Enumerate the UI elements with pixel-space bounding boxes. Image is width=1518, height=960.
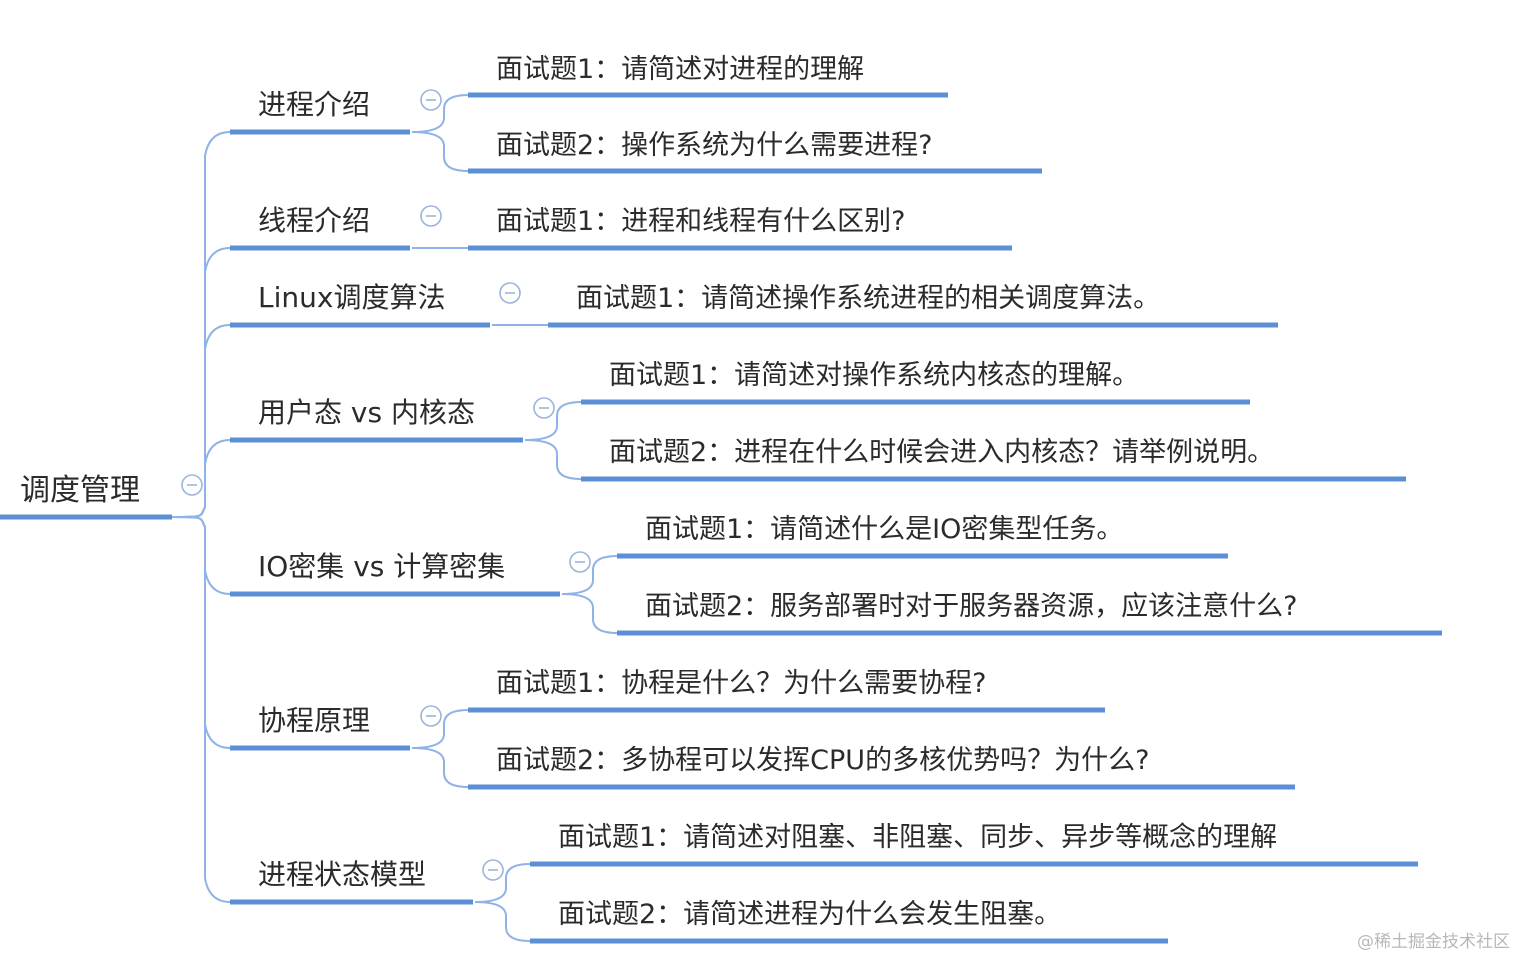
leaf-node-label: 面试题1：请简述操作系统进程的相关调度算法。 (576, 283, 1160, 314)
leaf-node-label: 面试题2：多协程可以发挥CPU的多核优势吗？为什么? (496, 745, 1149, 776)
leaf-node-label: 面试题1：请简述对操作系统内核态的理解。 (609, 360, 1139, 391)
branch-node-label: 线程介绍 (258, 204, 370, 237)
branch-collapse-icon[interactable] (482, 859, 504, 881)
branch-node-label: Linux调度算法 (258, 281, 445, 314)
leaf-connector (411, 94, 469, 133)
leaf-node-label: 面试题2：操作系统为什么需要进程? (496, 130, 933, 161)
leaf-connector (524, 439, 582, 480)
watermark: @稀土掘金技术社区 (1357, 932, 1510, 952)
leaf-connector (474, 863, 531, 903)
branch-connector (171, 247, 231, 518)
root-collapse-icon[interactable] (181, 474, 203, 496)
leaf-connector (411, 709, 469, 749)
leaf-connector (411, 131, 469, 172)
root-node-label: 调度管理 (20, 473, 140, 508)
leaf-node-label: 面试题1：请简述什么是IO密集型任务。 (645, 514, 1123, 545)
leaf-connector (561, 593, 618, 634)
branch-node-label: 协程原理 (258, 704, 370, 737)
leaf-connector (561, 555, 618, 595)
branch-node-label: IO密集 vs 计算密集 (258, 550, 505, 583)
branch-collapse-icon[interactable] (420, 89, 442, 111)
leaf-node-label: 面试题1：协程是什么？为什么需要协程? (496, 668, 987, 699)
branch-node-label: 进程介绍 (258, 88, 370, 121)
branch-connector (171, 516, 231, 903)
leaf-connector (474, 901, 531, 942)
branch-connector (171, 516, 231, 595)
branch-connector (171, 516, 231, 749)
leaf-node-label: 面试题1：请简述对阻塞、非阻塞、同步、异步等概念的理解 (558, 822, 1277, 853)
leaf-connector (524, 401, 582, 441)
leaf-node-label: 面试题2：请简述进程为什么会发生阻塞。 (558, 899, 1061, 930)
branch-node-label: 用户态 vs 内核态 (258, 396, 475, 429)
branch-collapse-icon[interactable] (420, 705, 442, 727)
branch-collapse-icon[interactable] (499, 282, 521, 304)
branch-collapse-icon[interactable] (420, 205, 442, 227)
branch-node-label: 进程状态模型 (258, 858, 426, 891)
branch-collapse-icon[interactable] (569, 551, 591, 573)
leaf-node-label: 面试题1：进程和线程有什么区别? (496, 206, 906, 237)
leaf-node-label: 面试题2：服务部署时对于服务器资源，应该注意什么? (645, 591, 1298, 622)
leaf-node-label: 面试题1：请简述对进程的理解 (496, 54, 864, 85)
branch-connector (171, 439, 231, 518)
leaf-connector (411, 747, 469, 788)
branch-connector (171, 131, 231, 518)
branch-collapse-icon[interactable] (533, 397, 555, 419)
leaf-node-label: 面试题2：进程在什么时候会进入内核态？请举例说明。 (609, 437, 1274, 468)
